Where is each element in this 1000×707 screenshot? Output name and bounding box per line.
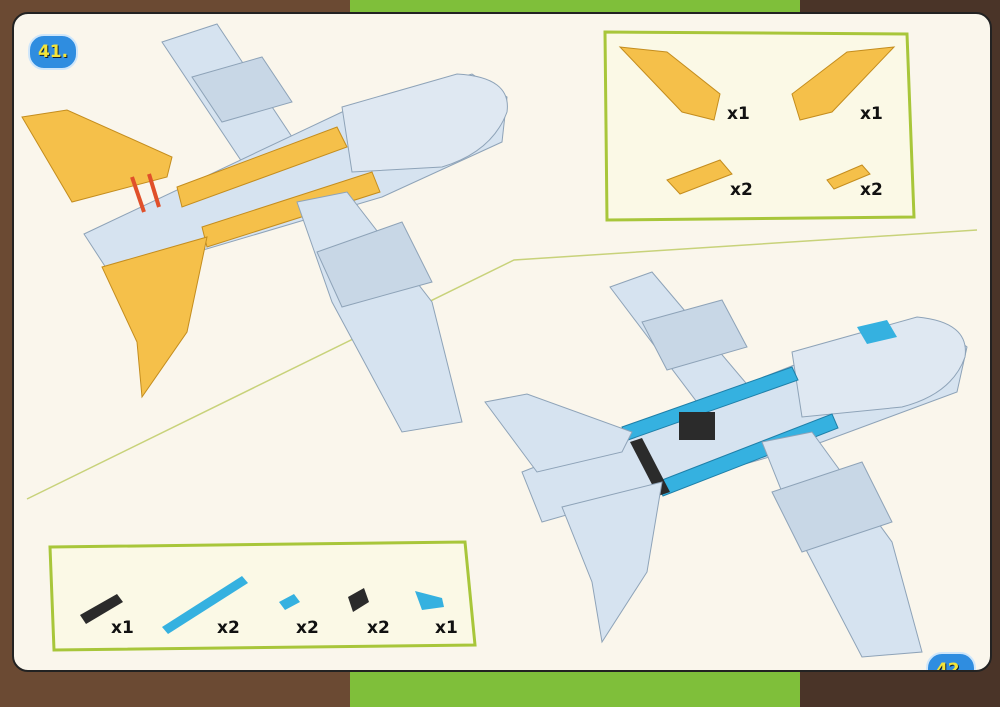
- near-wing: [296, 191, 463, 433]
- step41-plane: [21, 23, 508, 433]
- stabilizer: [561, 481, 663, 644]
- yellow-stabilizer: [101, 236, 208, 399]
- part-yellow-1x4-plate: [826, 164, 871, 190]
- part-yellow-2x6-plate: [666, 159, 733, 195]
- arrow-1: [130, 176, 146, 213]
- part-qty: x2: [367, 618, 390, 638]
- instruction-page: 41. 42. x1 x1 x2 x2 x1 x2 x2 x2 x1: [12, 12, 992, 672]
- step-number-42: 42.: [926, 652, 976, 670]
- yellow-tail-fin: [21, 109, 173, 203]
- blue-window-tile: [857, 320, 897, 344]
- part-yellow-left-wing: [618, 46, 721, 121]
- near-engine: [316, 221, 433, 308]
- part-qty: x1: [111, 618, 134, 638]
- near-engine: [771, 461, 893, 553]
- part-qty: x2: [860, 180, 883, 200]
- part-blue-wedge-tile: [415, 591, 444, 610]
- nose-cockpit: [341, 73, 508, 173]
- part-qty: x2: [296, 618, 319, 638]
- step42-plane: [484, 271, 968, 658]
- step42-parts-frame: [48, 540, 477, 652]
- part-black-1x4-plate: [80, 594, 123, 624]
- part-blue-1x10-plate: [162, 576, 248, 634]
- arrow-2: [147, 173, 161, 208]
- near-wing: [761, 431, 923, 658]
- step-divider: [26, 229, 978, 500]
- nose-cockpit: [791, 316, 966, 418]
- black-plate: [630, 438, 670, 496]
- instruction-illustration: [21, 23, 978, 658]
- part-blue-1x2-plate: [279, 594, 300, 610]
- tail-fin: [484, 393, 633, 473]
- step-number-41: 41.: [28, 34, 78, 70]
- part-yellow-right-wing: [791, 46, 896, 121]
- part-qty: x2: [217, 618, 240, 638]
- yellow-plate-top: [176, 126, 348, 208]
- part-qty: x2: [730, 180, 753, 200]
- part-qty: x1: [727, 104, 750, 124]
- part-qty: x1: [435, 618, 458, 638]
- far-engine: [191, 56, 293, 123]
- far-engine: [641, 299, 748, 371]
- black-brick: [679, 412, 715, 440]
- part-qty: x1: [860, 104, 883, 124]
- part-black-1x2-brick: [348, 588, 369, 612]
